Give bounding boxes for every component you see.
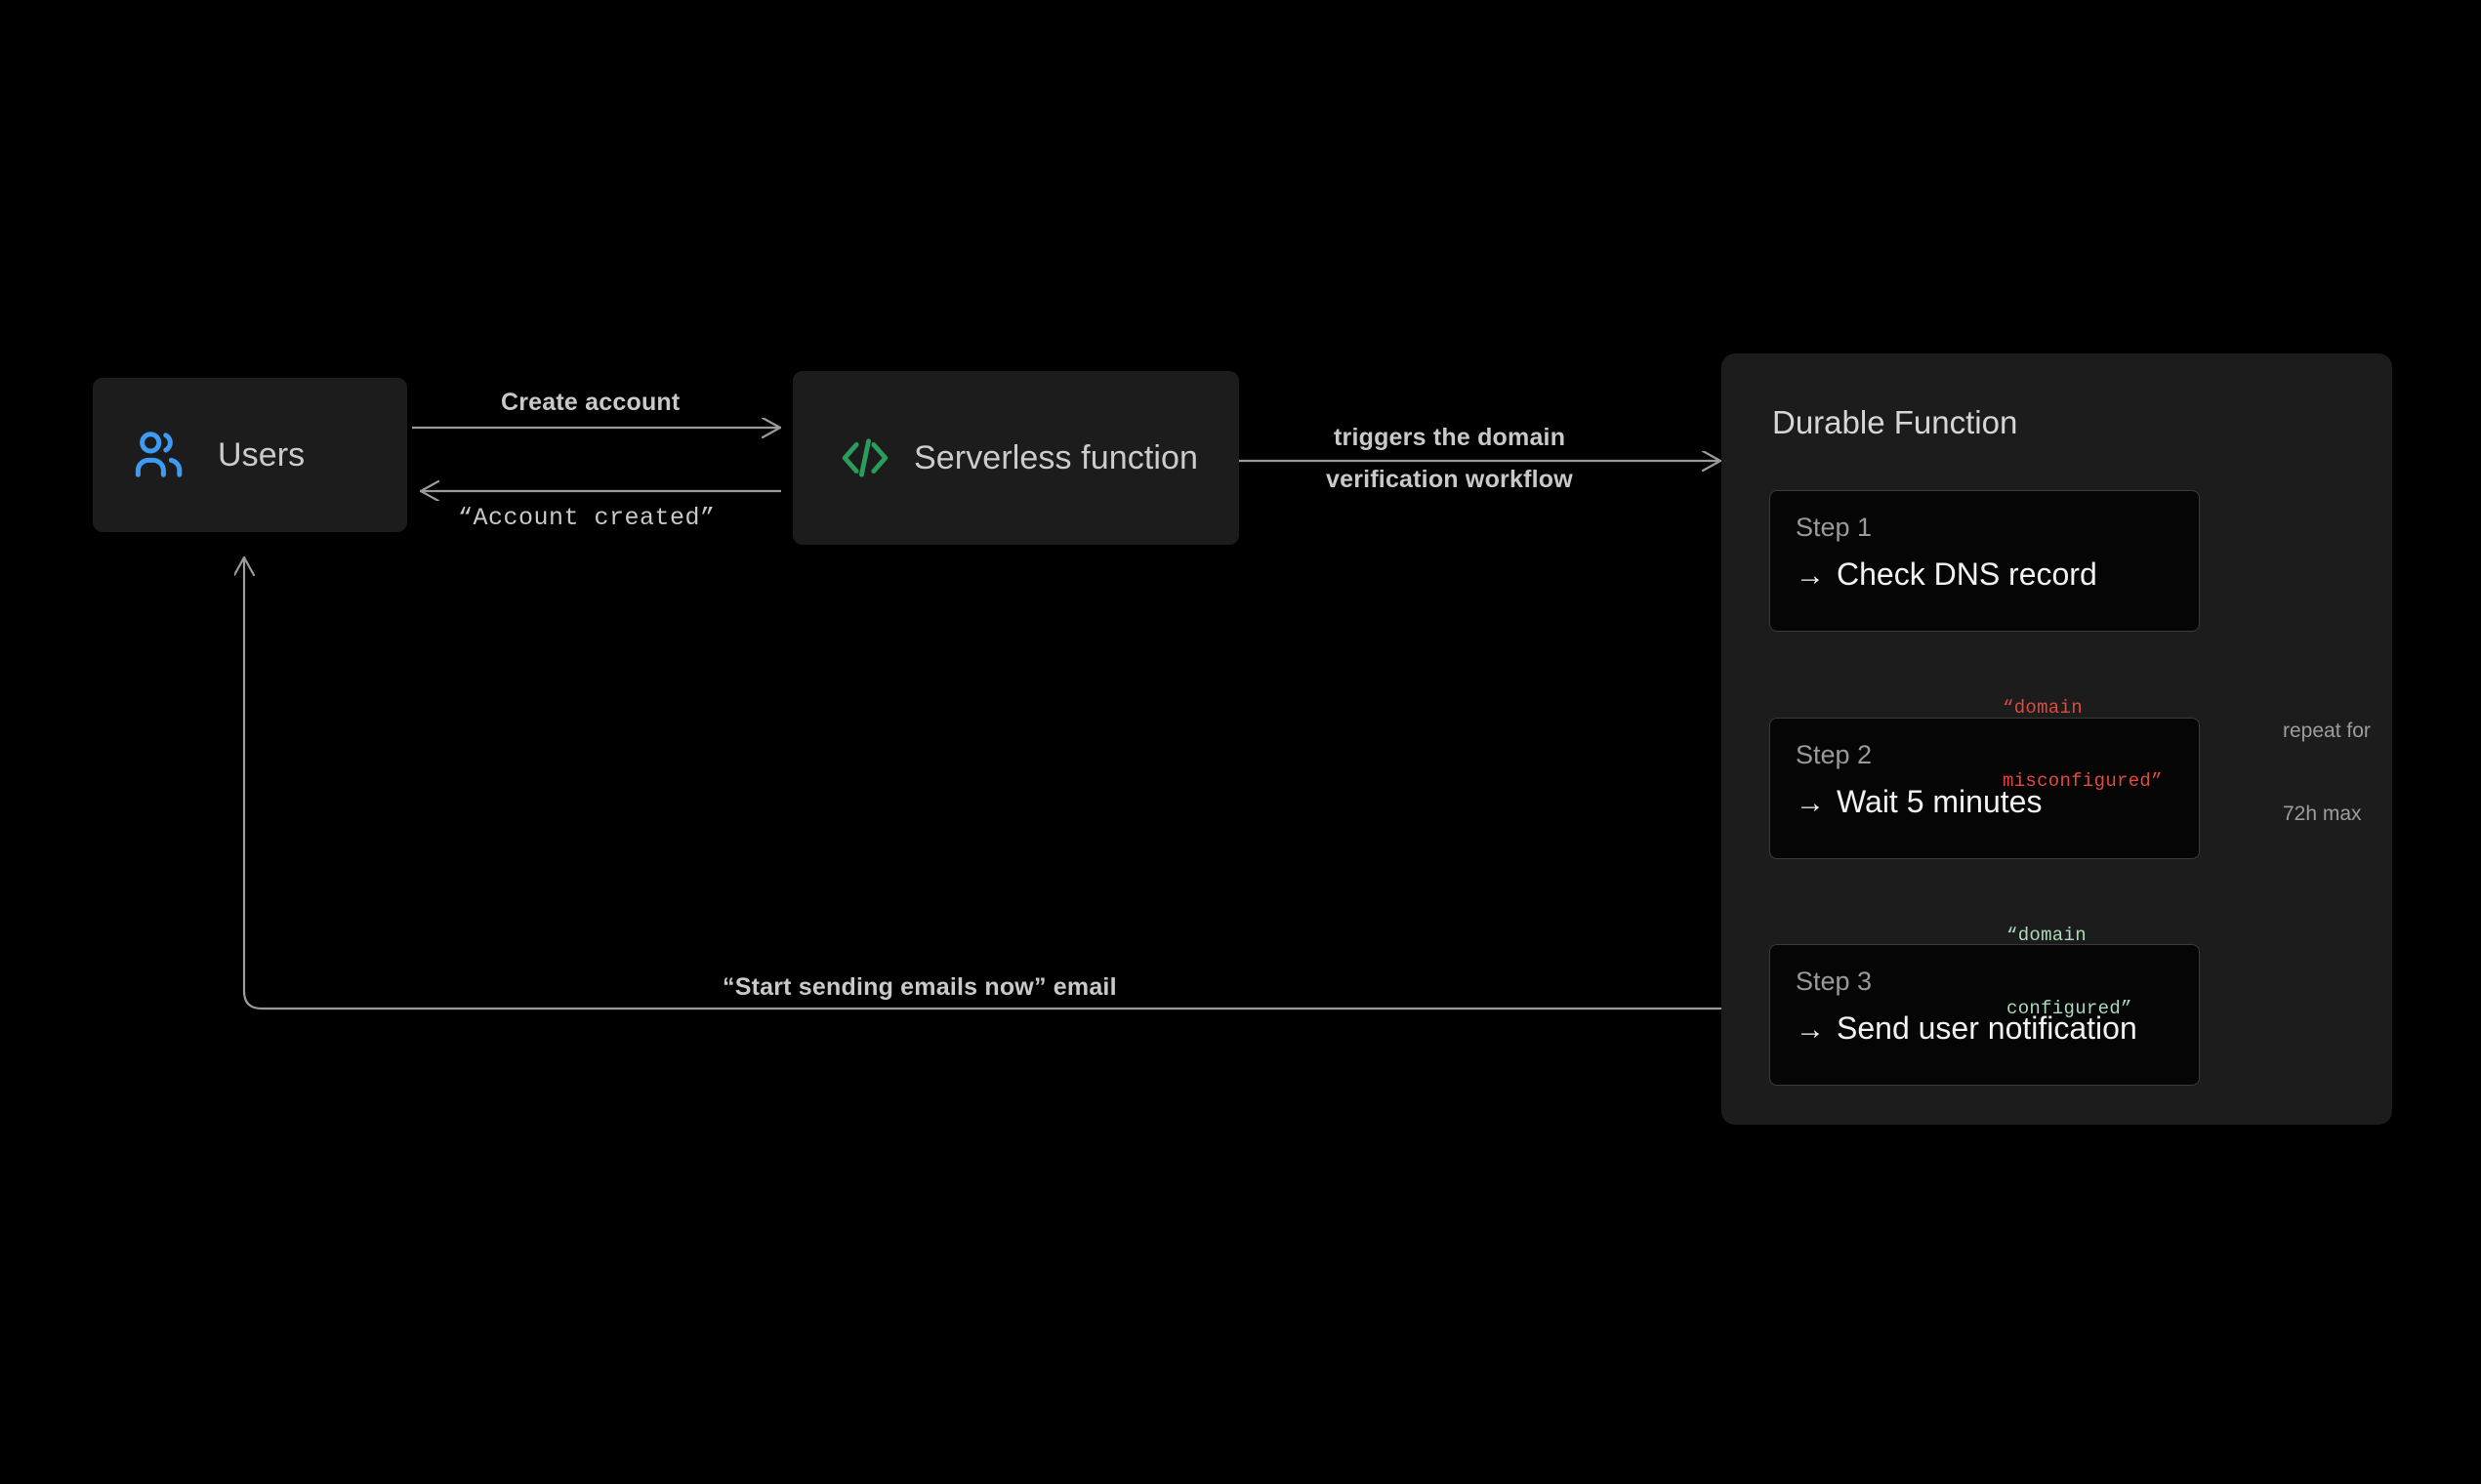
edge-label-triggers-line2: verification workflow	[1326, 466, 1573, 493]
step-2-arrow-icon: →	[1796, 787, 1825, 820]
transition-misconfigured-line1: “domain	[2003, 697, 2083, 720]
step-1-action: → Check DNS record	[1796, 556, 2173, 593]
retry-loop-note-line1: repeat for	[2283, 719, 2371, 742]
node-users-label: Users	[218, 435, 306, 474]
edge-label-account-created: “Account created”	[458, 504, 716, 532]
step-2-action: → Wait 5 minutes	[1796, 784, 2173, 820]
edge-label-create-account: Create account	[501, 389, 681, 416]
step-box-1[interactable]: Step 1 → Check DNS record	[1769, 490, 2200, 632]
step-1-arrow-icon: →	[1796, 559, 1825, 593]
step-3-arrow-icon: →	[1796, 1013, 1825, 1047]
step-3-index: Step 3	[1796, 967, 1873, 996]
edge-label-start-sending-emails: “Start sending emails now” email	[723, 973, 1117, 1001]
step-2-action-label: Wait 5 minutes	[1837, 784, 2043, 820]
transition-configured-line2: configured”	[2006, 998, 2132, 1020]
step-1-action-label: Check DNS record	[1837, 556, 2097, 593]
step-3-action: → Send user notification	[1796, 1010, 2173, 1047]
node-serverless-function-label: Serverless function	[914, 438, 1199, 476]
step-box-2[interactable]: Step 2 → Wait 5 minutes	[1769, 718, 2200, 859]
step-1-index: Step 1	[1796, 513, 1873, 542]
edge-label-triggers-line1: triggers the domain	[1334, 424, 1566, 451]
durable-function-title: Durable Function	[1772, 404, 2018, 440]
users-icon	[134, 431, 190, 479]
node-serverless-function[interactable]: Serverless function	[793, 371, 1239, 545]
durable-function-panel: Durable Function Step 1 → Check DNS reco…	[1721, 353, 2392, 1125]
code-brackets-icon	[840, 436, 890, 479]
transition-misconfigured-line2: misconfigured”	[2003, 770, 2163, 793]
edge-start-sending-emails	[244, 556, 1769, 1010]
step-2-index: Step 2	[1796, 740, 1873, 769]
step-3-action-label: Send user notification	[1837, 1010, 2137, 1047]
transition-label-domain-misconfigured: “domain misconfigured”	[2003, 647, 2163, 844]
step-box-3[interactable]: Step 3 → Send user notification	[1769, 944, 2200, 1086]
transition-label-domain-configured: “domain configured”	[2006, 875, 2132, 1071]
transition-configured-line1: “domain	[2006, 925, 2087, 947]
retry-loop-note: repeat for 72h max	[2283, 662, 2371, 884]
node-users[interactable]: Users	[93, 378, 407, 532]
retry-loop-note-line2: 72h max	[2283, 802, 2362, 825]
